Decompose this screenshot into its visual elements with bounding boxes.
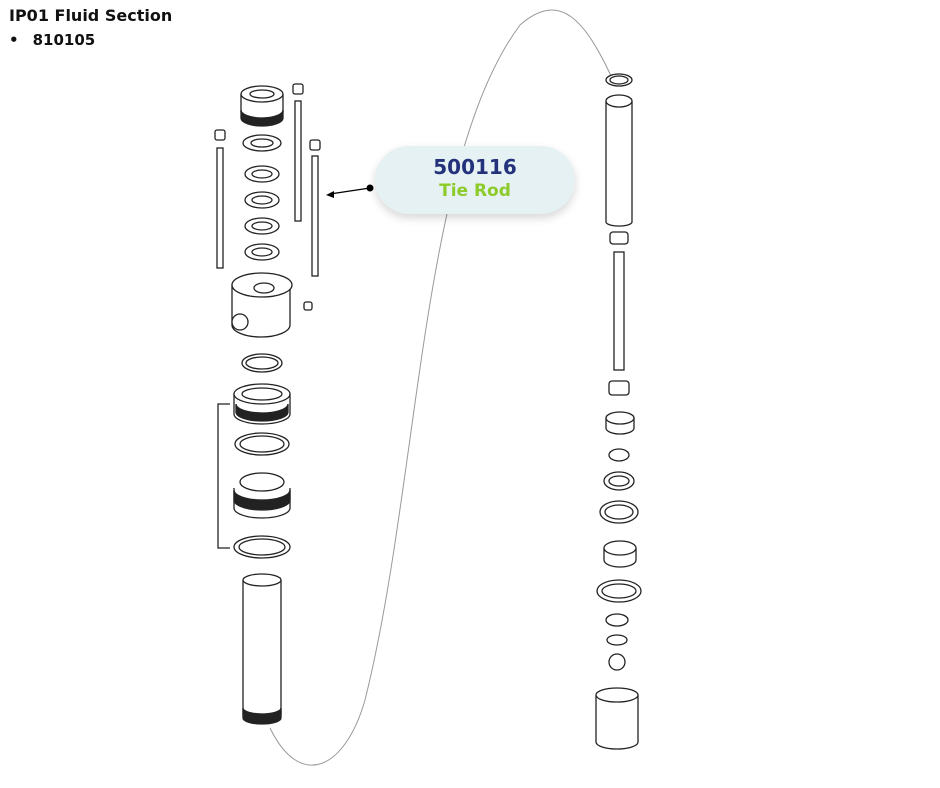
group-bracket [217, 403, 230, 549]
piston-seat [605, 411, 635, 435]
part-callout: 500116 Tie Rod [375, 146, 575, 214]
pump-cylinder [242, 573, 282, 725]
tie-rod [309, 139, 321, 277]
intake-valve [603, 540, 637, 568]
ball [608, 653, 626, 671]
pump-housing [231, 272, 313, 338]
callout-part-number: 500116 [433, 155, 517, 179]
callout-pointer [329, 187, 371, 195]
part-list: 810105 [9, 31, 96, 49]
displacement-rod [605, 94, 633, 227]
nut [609, 231, 629, 245]
callout-pointer-dot [366, 184, 374, 192]
gland-nut [233, 383, 291, 425]
piston-body [233, 472, 291, 519]
assembly-loop-line [269, 9, 613, 766]
packing-ring [242, 134, 282, 152]
callout-arrowhead [326, 191, 334, 198]
retaining-clip [606, 634, 628, 646]
tie-rod [292, 83, 304, 222]
part-list-item: 810105 [9, 31, 96, 49]
intake-housing [595, 687, 639, 750]
threaded-rod [613, 251, 625, 371]
nut [608, 380, 630, 396]
ball [608, 448, 630, 462]
packing-nut [240, 85, 284, 127]
callout-part-name: Tie Rod [439, 181, 511, 201]
page-title: IP01 Fluid Section [9, 6, 173, 25]
retaining-clip [605, 613, 629, 627]
tie-rod [214, 129, 226, 269]
